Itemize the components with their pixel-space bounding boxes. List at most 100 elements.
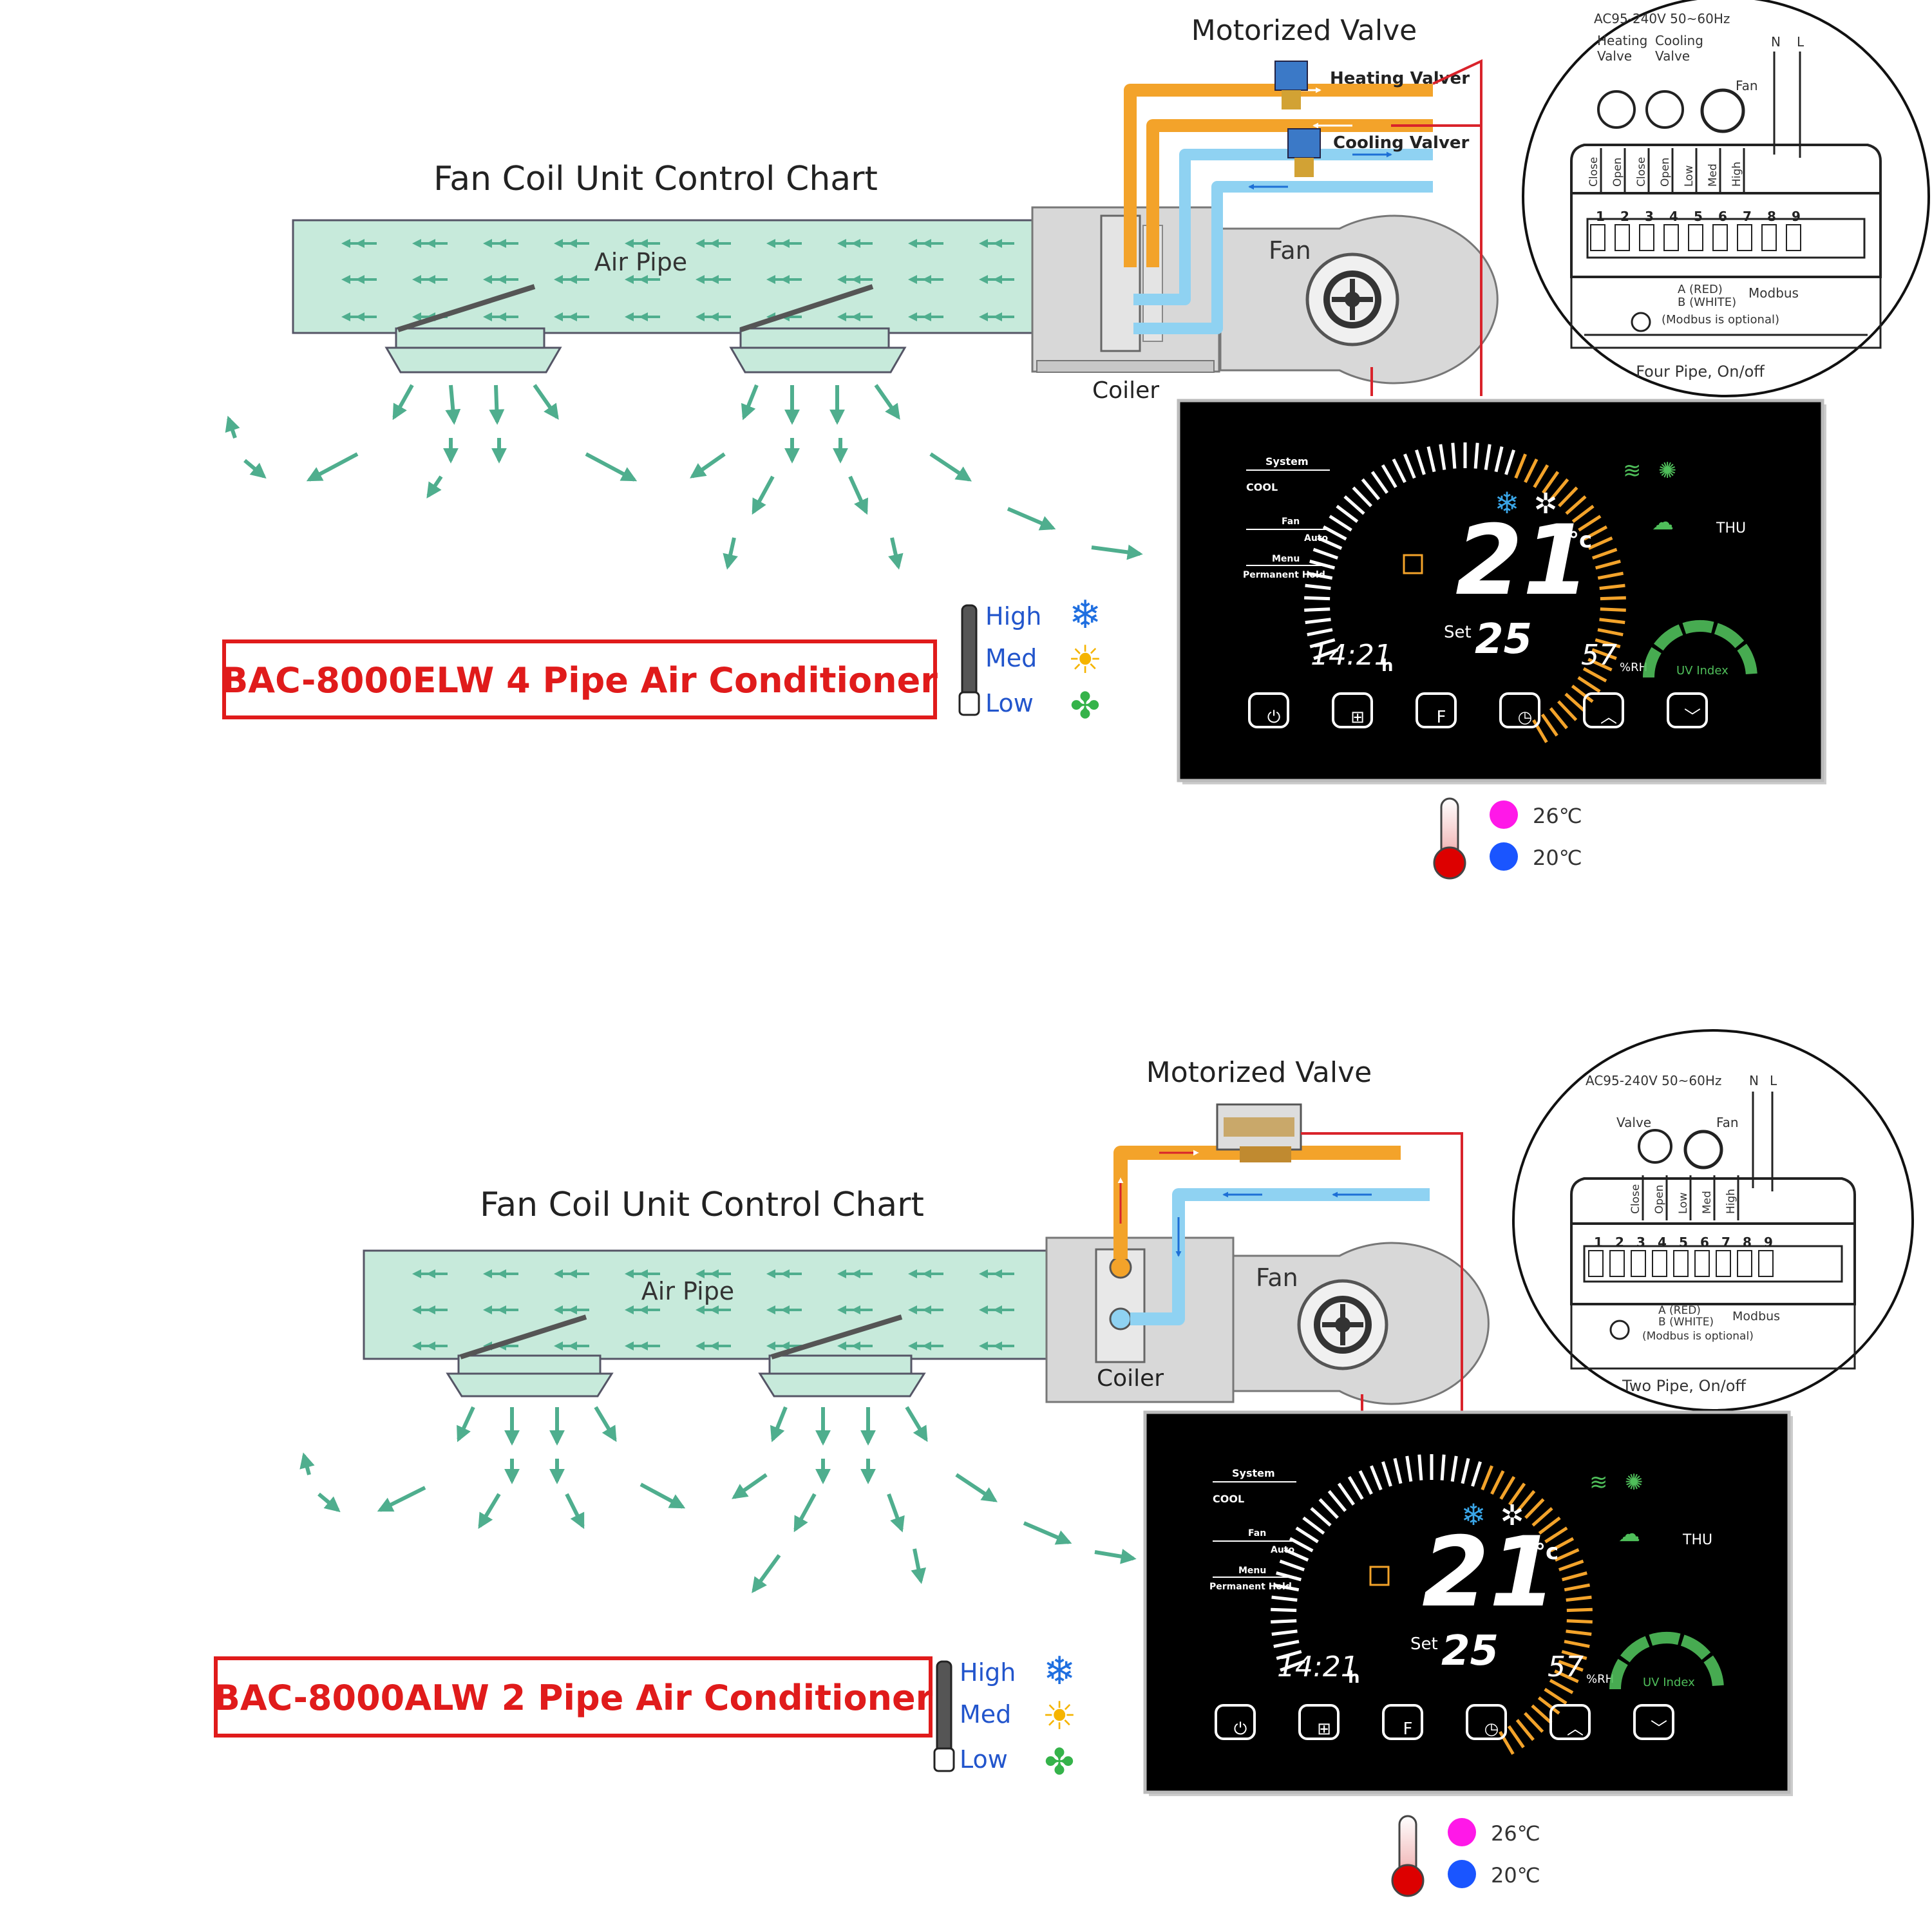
terminal-label: Med	[1707, 164, 1719, 187]
pipe-flow-arrows	[1117, 1150, 1372, 1257]
terminal-number: 4	[1658, 1235, 1667, 1250]
power-button[interactable]: ⏻	[1248, 692, 1289, 728]
sun-icon: ☀	[1042, 1694, 1077, 1739]
duct-arrow	[696, 239, 719, 248]
dial-tick	[1571, 685, 1594, 703]
dial-tick	[1537, 1696, 1560, 1715]
duct-arrow	[412, 275, 435, 284]
thermostat-set-label: Set	[1444, 623, 1472, 642]
schedule-button[interactable]: ◷	[1466, 1704, 1507, 1740]
power-spec: AC95-240V 50~60Hz	[1594, 11, 1730, 26]
model-label: BAC-8000ELW 4 Pipe Air Conditioner	[222, 660, 938, 701]
power-spec: AC95-240V 50~60Hz	[1586, 1073, 1721, 1088]
cloud-rain-icon: ☁	[1618, 1521, 1640, 1547]
air-outflow-arrows	[299, 1406, 1137, 1593]
dial-tick	[1599, 618, 1625, 625]
fan-button[interactable]: F	[1382, 1704, 1423, 1740]
thermostat-humidity: 57	[1581, 639, 1617, 672]
dial-tick	[1549, 478, 1569, 500]
up-button[interactable]: ︿	[1583, 692, 1624, 728]
model-label-box	[222, 639, 937, 719]
duct-arrow	[766, 239, 790, 248]
dial-tick	[1514, 453, 1527, 479]
dial-tick	[1271, 1607, 1297, 1613]
dial-tick	[1403, 453, 1416, 479]
duct-arrow	[696, 1269, 719, 1278]
schedule-button[interactable]: ◷	[1499, 692, 1540, 728]
dial-tick	[1451, 442, 1457, 469]
dial-tick	[1597, 628, 1624, 637]
up-button[interactable]: ︿	[1549, 1704, 1591, 1740]
legend-hot-dot	[1490, 800, 1518, 829]
legend-cold-label: 20℃	[1533, 846, 1582, 870]
dial-tick	[1273, 1640, 1300, 1649]
dial-tick	[1544, 1687, 1567, 1705]
power-icon: ⏻	[1267, 708, 1281, 727]
duct-arrow	[483, 1269, 506, 1278]
dial-tick	[1280, 1660, 1305, 1672]
cooling-valve: Cooling Valver	[1287, 128, 1470, 177]
thermostat-menu: Menu	[1272, 554, 1300, 564]
down-button[interactable]: ﹀	[1633, 1704, 1674, 1740]
down-button[interactable]: ﹀	[1667, 692, 1708, 728]
terminal-label: Close	[1635, 157, 1648, 187]
leaf-fan-icon: ✤	[1070, 685, 1101, 727]
duct-arrow	[625, 1341, 648, 1350]
mode-button[interactable]: ⊞	[1298, 1704, 1340, 1740]
down-icon: ﹀	[1651, 1719, 1667, 1739]
terminal-label: Open	[1653, 1185, 1666, 1214]
terminal-number: 5	[1679, 1235, 1688, 1250]
dial-tick	[1524, 1498, 1545, 1519]
duct-arrow	[908, 1341, 931, 1350]
uv-gauge-segment	[1680, 1634, 1711, 1660]
up-icon: ︿	[1600, 708, 1617, 727]
dial-tick	[1504, 449, 1515, 475]
home-icon	[1369, 1566, 1390, 1586]
terminal-screw	[1694, 1250, 1710, 1277]
dial-tick	[1554, 1548, 1580, 1562]
terminal-label: Low	[1677, 1192, 1690, 1214]
terminal-label: High	[1730, 162, 1743, 187]
dial-tick	[1289, 1537, 1314, 1553]
dial-tick	[1337, 1482, 1355, 1506]
modbus-b: B (WHITE)	[1658, 1316, 1714, 1329]
neutral-label: N	[1749, 1073, 1759, 1088]
dial-tick	[1307, 628, 1333, 637]
duct-arrow	[341, 239, 365, 248]
wiring-caption: Four Pipe, On/off	[1636, 363, 1765, 381]
dial-tick	[1540, 714, 1558, 737]
duct-flow-arrows	[412, 1269, 1014, 1350]
duct-arrow	[483, 1305, 506, 1314]
terminal-screw	[1673, 1250, 1689, 1277]
fan-wire-label: Fan	[1736, 78, 1758, 93]
dial-tick	[1329, 515, 1352, 532]
fan-mode-icon: ✲	[1501, 1499, 1524, 1532]
thermostat-hold: Permanent Hold	[1209, 1582, 1292, 1592]
mode-button[interactable]: ⊞	[1332, 692, 1373, 728]
motorized-valve-title: Motorized Valve	[1191, 14, 1417, 47]
heating-valve-symbol	[1597, 90, 1636, 129]
dial-tick	[1271, 1595, 1298, 1602]
dial-tick	[1583, 525, 1608, 541]
thermostat-time: 14:21	[1277, 1651, 1359, 1683]
power-button[interactable]: ⏻	[1215, 1704, 1256, 1740]
dial-tick	[1317, 536, 1343, 550]
dial-tick	[1283, 1548, 1309, 1562]
terminal-screw	[1615, 224, 1630, 251]
duct-arrow	[696, 312, 719, 321]
dial-tick	[1313, 648, 1339, 660]
duct-arrow	[554, 275, 577, 284]
thermostat-time-suffix: h	[1348, 1668, 1360, 1687]
mode-icon: ⊞	[1317, 1719, 1331, 1739]
terminal-label: High	[1725, 1189, 1738, 1214]
uv-gauge-segment	[1643, 647, 1662, 678]
control-wires	[1370, 59, 1482, 396]
duct-arrow	[483, 312, 506, 321]
duct-arrow	[625, 275, 648, 284]
cooling-valve-symbol	[1645, 90, 1684, 129]
dial-tick	[1490, 1470, 1505, 1495]
thermostat-set-temp: 25	[1441, 1627, 1499, 1675]
fan-button[interactable]: F	[1416, 692, 1457, 728]
sun-icon: ✺	[1625, 1470, 1643, 1495]
dial-tick	[1600, 607, 1626, 612]
